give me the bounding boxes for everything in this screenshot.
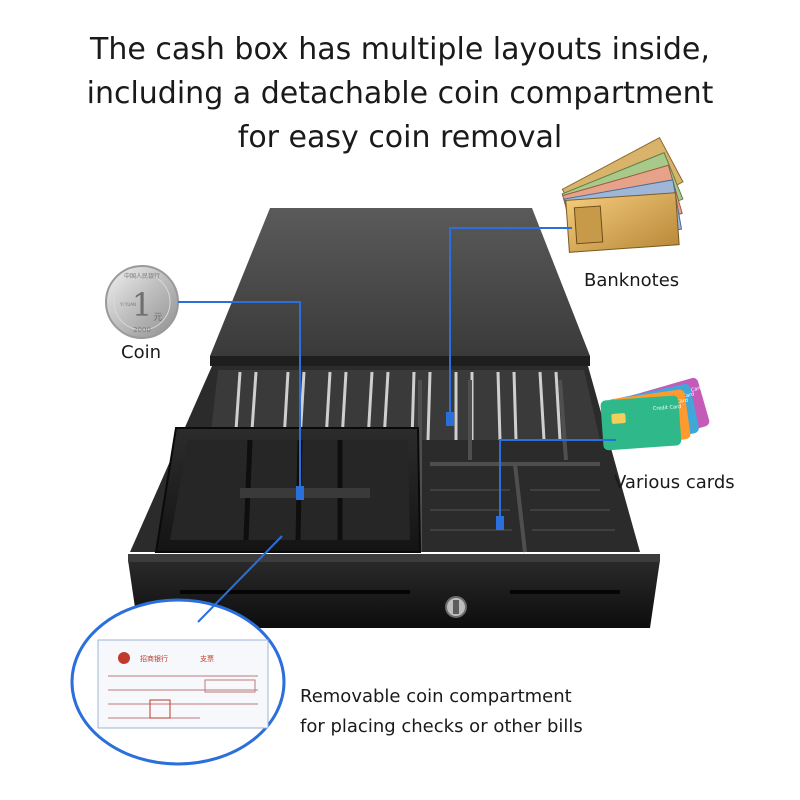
caption-removable: Removable coin compartment for placing c…: [300, 682, 583, 742]
label-cards: Various cards: [614, 472, 735, 493]
drawer-lid: [210, 208, 590, 366]
coin-image: 1 元 中国人民银行 YI YUAN 2000: [105, 265, 179, 339]
caption-removable-line-2: for placing checks or other bills: [300, 716, 583, 737]
coin-inscription: 中国人民银行: [124, 272, 160, 280]
headline-line-2: including a detachable coin compartment: [86, 76, 714, 111]
label-banknotes: Banknotes: [584, 270, 680, 291]
check-type: 支票: [200, 654, 214, 663]
headline-line-3: for easy coin removal: [237, 120, 563, 155]
card-label-4: Credit Card: [653, 404, 682, 412]
coin-numeral: 1: [132, 286, 152, 324]
callout-banknotes: [449, 227, 572, 418]
cards-image: Credit Card Credit Card Credit Card Cred…: [600, 377, 710, 451]
label-coin: Coin: [121, 342, 161, 363]
callout-coin: [178, 301, 301, 492]
callout-dots: [296, 412, 504, 530]
headline: The cash box has multiple layouts inside…: [20, 28, 780, 160]
bill-clips: [234, 371, 562, 441]
drawer-front: [128, 554, 660, 628]
coin-year: 2000: [133, 326, 151, 334]
check-image: 招商银行 支票: [70, 598, 286, 766]
tray-ribs: [430, 489, 615, 531]
callout-cards: [499, 439, 616, 522]
caption-removable-line-1: Removable coin compartment: [300, 686, 572, 707]
banknotes-image: [561, 137, 684, 253]
headline-line-1: The cash box has multiple layouts inside…: [90, 32, 710, 67]
check-bank-name: 招商银行: [140, 654, 168, 663]
coin-unit: 元: [153, 313, 162, 323]
callout-check: [197, 535, 283, 623]
removable-coin-tray: [154, 427, 422, 553]
callout-lines: [178, 227, 616, 623]
coin-small-text: YI YUAN: [119, 302, 136, 307]
